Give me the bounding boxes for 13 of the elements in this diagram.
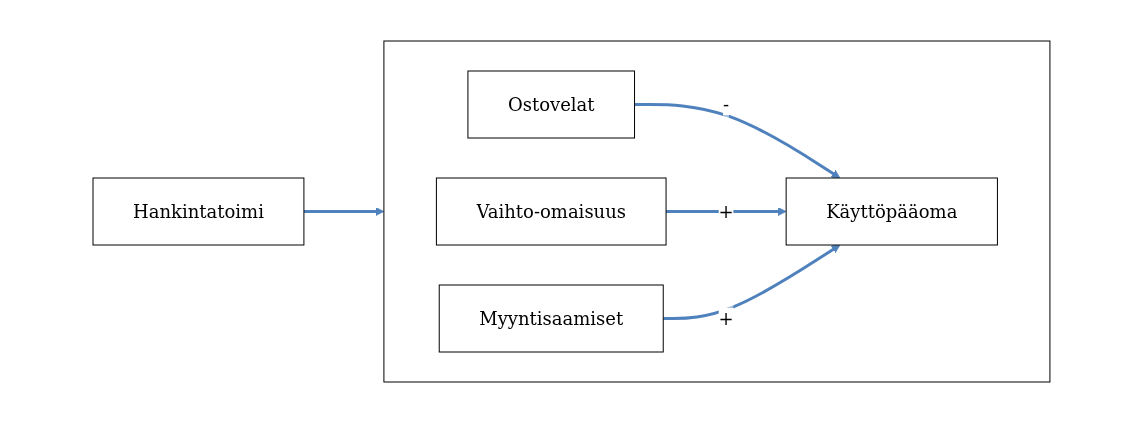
cluster xyxy=(383,40,1051,383)
node-box: Ostovelat xyxy=(467,70,636,139)
arrow xyxy=(303,207,385,216)
edge-label: + xyxy=(718,201,734,222)
node-box: Käyttöpääoma xyxy=(785,177,998,246)
node-box: Myyntisaamiset xyxy=(438,284,664,353)
node-box: Vaihto-omaisuus xyxy=(435,177,667,246)
edge-label: - xyxy=(723,94,730,115)
edge-label: + xyxy=(718,308,734,329)
arrow xyxy=(663,244,841,320)
arrow xyxy=(634,103,841,179)
arrow xyxy=(666,207,787,216)
node-box: Hankintatoimi xyxy=(92,177,305,246)
